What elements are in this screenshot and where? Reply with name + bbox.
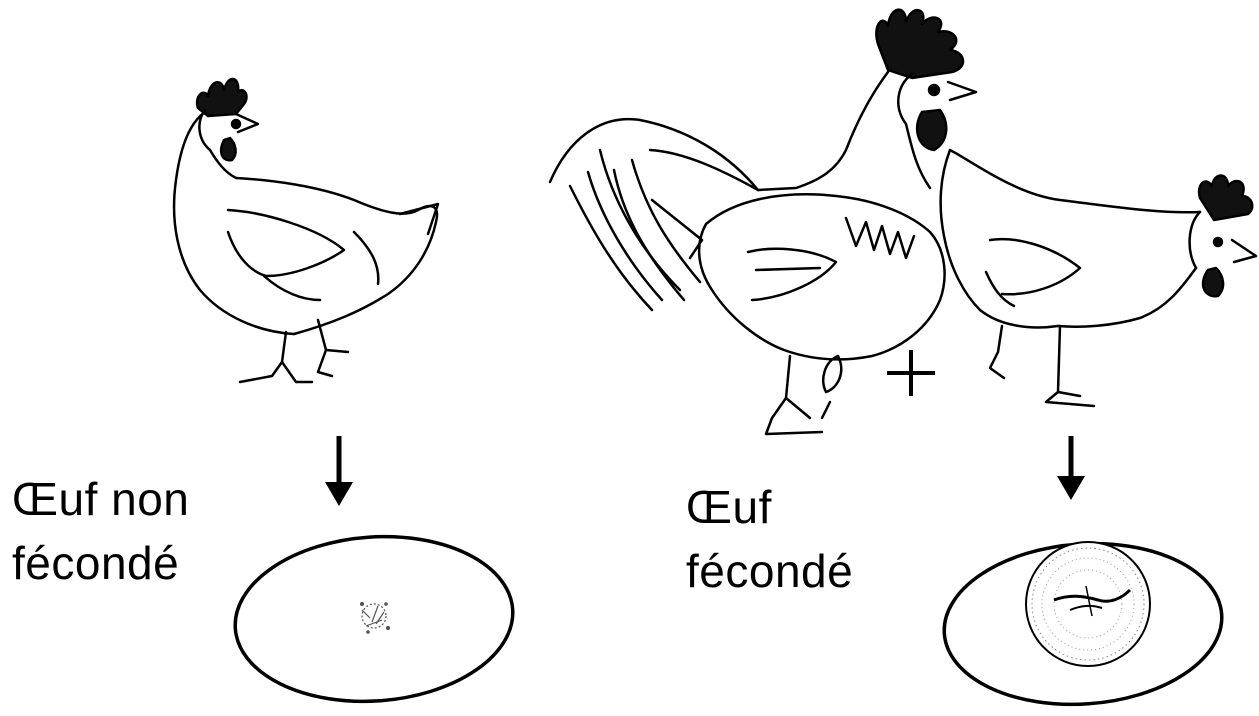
egg-icon: [230, 528, 519, 711]
embryo-icon: [1026, 542, 1150, 666]
fertilized-egg-label-line2: fécondé: [686, 548, 853, 594]
hen-alone-icon: [174, 79, 438, 382]
unfertilized-egg-label-line2: fécondé: [12, 540, 179, 586]
arrow-down-icon: [325, 436, 353, 506]
plus-sign: [887, 350, 935, 396]
fertilized-egg-label-line1: Œuf: [686, 484, 772, 530]
unfertilized-egg-label-line1: Œuf non: [12, 476, 189, 522]
egg-icon: [939, 534, 1227, 711]
hen-mate-icon: [941, 150, 1256, 406]
arrow-down-icon: [1057, 436, 1085, 500]
